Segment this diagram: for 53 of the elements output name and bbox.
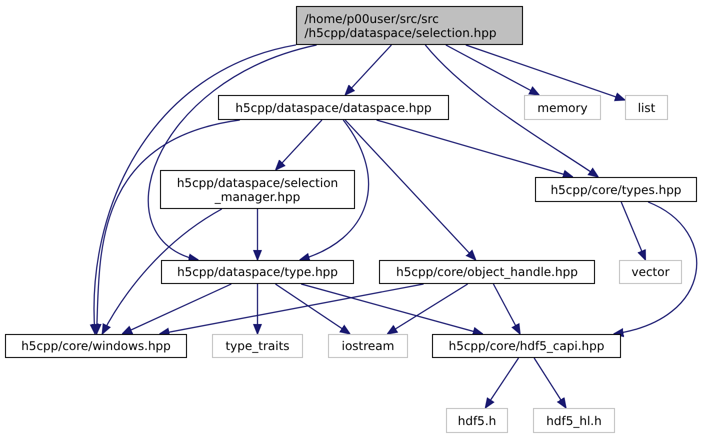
file-box [619,260,682,284]
file-box [161,260,354,284]
arrow [446,44,540,96]
arrow [275,284,351,334]
arrow [376,119,574,179]
file-box [5,334,187,358]
arrow [620,202,646,260]
file-name: h5cpp/core/hdf5_capi.hpp [448,339,604,353]
file-name: memory [537,100,588,114]
file-box [524,95,601,120]
file-box [296,6,523,45]
arrow [102,208,222,334]
file-box [328,334,408,358]
arrow [424,44,599,178]
file-box [535,177,697,202]
arrow [344,120,476,260]
arrow [300,283,484,336]
file-box [218,95,449,120]
file-name: hdf5_hl.h [546,414,602,428]
file-name: h5cpp/core/object_handle.hpp [396,265,578,279]
arrow [148,44,317,261]
arrow [275,120,322,170]
file-name: vector [631,265,670,279]
file-box [533,408,615,433]
arrow [253,209,262,260]
file-box [625,95,668,120]
arrow [534,358,567,408]
arrow [386,283,468,335]
file-box [446,408,508,433]
file-name: h5cpp/dataspace/type.hpp [177,265,338,279]
file-box [379,260,595,284]
arrow [253,284,262,334]
file-name: iostream [342,339,394,353]
arrow [158,283,424,337]
arrow [484,358,520,408]
arrow [299,120,369,261]
arrow [492,284,521,334]
file-box [160,170,355,209]
file-name: h5cpp/dataspace/dataspace.hpp [235,100,432,114]
file-name: h5cpp/core/types.hpp [550,182,682,196]
arrow [613,201,698,336]
file-box [212,334,303,358]
file-name: h5cpp/dataspace/selection _manager.hpp [176,176,340,204]
file-name: list [638,100,656,114]
file-name: type_traits [225,339,290,353]
arrow [344,44,392,96]
arrow [122,283,232,335]
arrow [466,44,626,102]
file-name: /home/p00user/src/src /h5cpp/dataspace/selection.hpp [304,12,498,40]
file-box [432,334,621,358]
file-name: h5cpp/core/windows.hpp [21,339,171,353]
arrow [90,44,296,334]
file-name: hdf5.h [458,414,496,428]
